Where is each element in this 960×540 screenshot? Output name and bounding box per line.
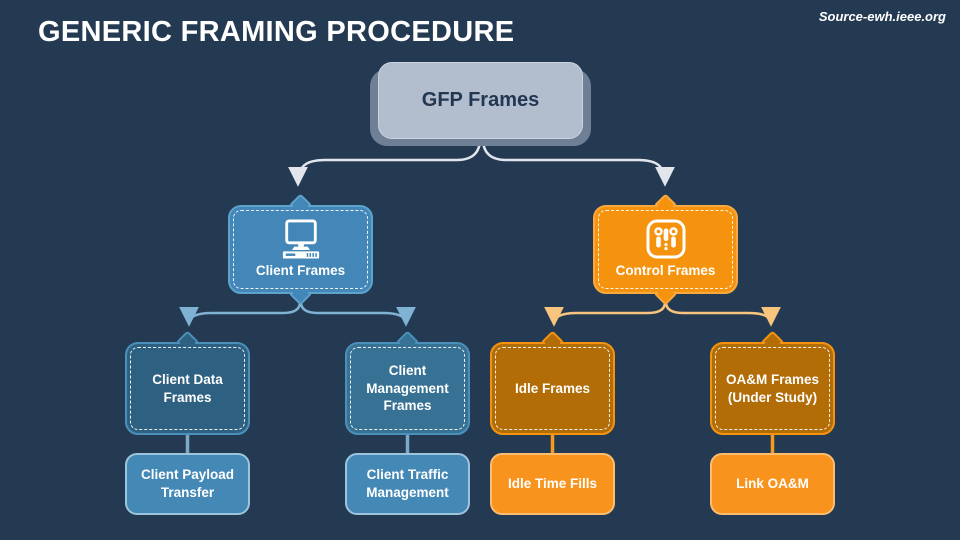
connector-root-to-client	[288, 138, 482, 187]
client-frames-label: Client Frames	[255, 263, 346, 279]
control-sliders-icon	[646, 219, 686, 259]
oam-frames-label: OA&M Frames (Under Study)	[725, 371, 820, 405]
node-client-data-frames: Client Data Frames	[125, 330, 250, 435]
gfp-frames-label: GFP Frames	[421, 89, 540, 111]
gfp-frames-body: GFP Frames	[378, 62, 583, 139]
source-attribution: Source-ewh.ieee.org	[818, 9, 946, 24]
leaf-client-traffic-management: Client Traffic Management	[345, 453, 470, 515]
node-client-management-frames: Client Management Frames	[345, 330, 470, 435]
page-title: GENERIC FRAMING PROCEDURE	[38, 16, 515, 48]
node-idle-frames: Idle Frames	[490, 330, 615, 435]
client-data-frames-label: Client Data Frames	[152, 371, 223, 405]
client-management-frames-label: Client Management Frames	[366, 363, 449, 414]
connector-client-to-data	[179, 301, 302, 327]
node-client-frames: Client Frames	[228, 193, 373, 306]
connector-control-to-oam	[664, 301, 781, 327]
leaf-link-oam: Link OA&M	[710, 453, 835, 515]
client-traffic-management-label: Client Traffic Management	[366, 467, 449, 500]
control-frames-label: Control Frames	[615, 263, 716, 279]
node-control-frames: Control Frames	[593, 193, 738, 306]
link-oam-label: Link OA&M	[736, 476, 809, 492]
leaf-idle-time-fills: Idle Time Fills	[490, 453, 615, 515]
node-gfp-frames: GFP Frames	[370, 62, 591, 146]
connector-control-to-idle	[544, 301, 667, 327]
connector-root-to-control	[481, 138, 675, 187]
node-oam-frames: OA&M Frames (Under Study)	[710, 330, 835, 435]
idle-frames-label: Idle Frames	[514, 380, 591, 396]
leaf-client-payload-transfer: Client Payload Transfer	[125, 453, 250, 515]
idle-time-fills-label: Idle Time Fills	[507, 476, 598, 492]
desktop-computer-icon	[278, 219, 324, 259]
connector-client-to-mgmt	[299, 301, 416, 327]
client-payload-transfer-label: Client Payload Transfer	[140, 467, 235, 500]
